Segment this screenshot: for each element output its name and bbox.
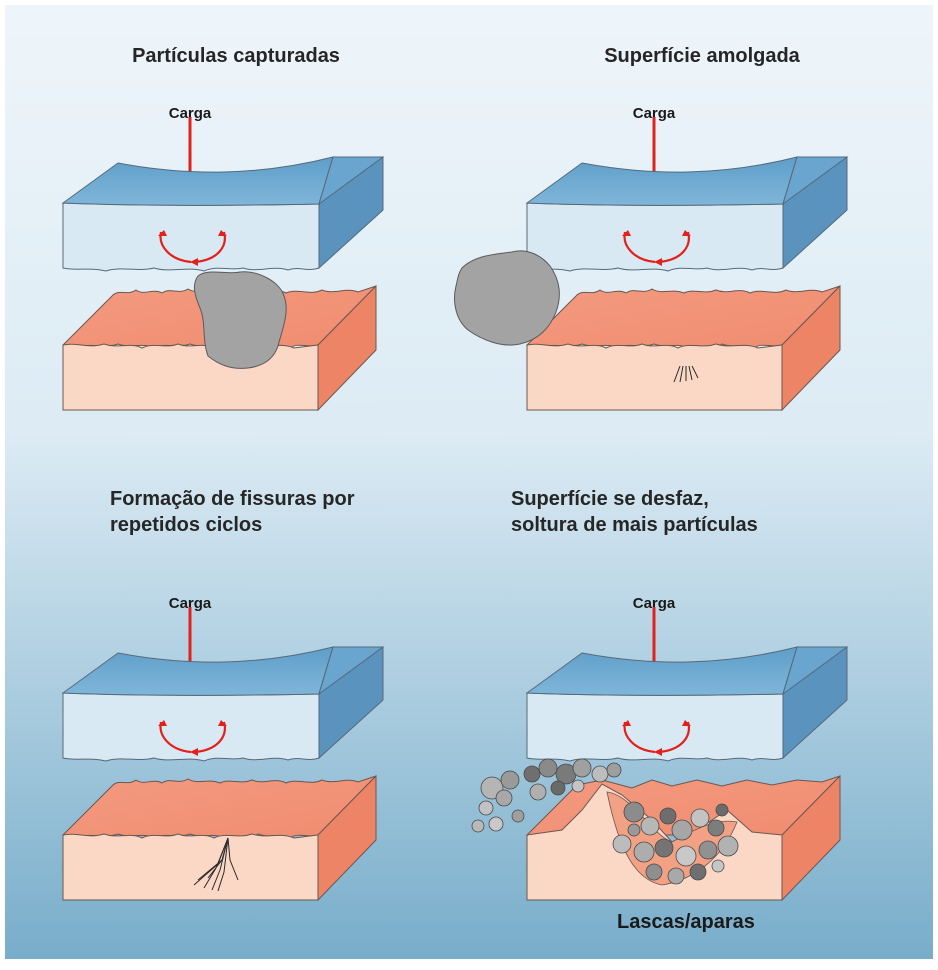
panel-4-upper-block [527,647,847,761]
panel-3-title-line-1: Formação de fissuras por [110,488,355,510]
panel-3-lower-block [63,776,376,900]
debris-label: Lascas/aparas [617,911,755,933]
panel-2-lower-block [527,286,840,410]
panel-3-title-line-2: repetidos ciclos [110,514,262,536]
displaced-particle [455,251,560,345]
panel-4-title-line-1: Superfície se desfaz, [511,488,709,510]
panel-1-title: Partículas capturadas [132,45,340,67]
captured-particle [194,272,286,369]
panel-1-upper-block [63,157,383,271]
panel-2-title: Superfície amolgada [604,45,800,67]
panel-3-upper-block [63,647,383,761]
panel-4-title-line-2: soltura de mais partículas [511,514,758,536]
panel-2-upper-block [527,157,847,271]
